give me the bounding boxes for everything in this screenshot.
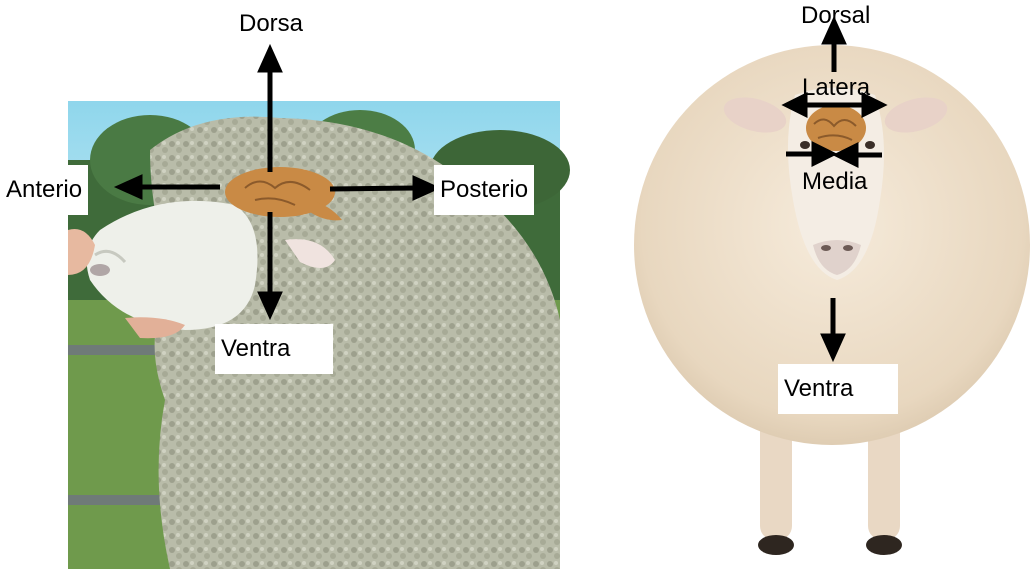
label-dorsal: Dorsal xyxy=(795,2,876,30)
label-anterior: Anterio xyxy=(0,165,88,215)
side-view-illustration xyxy=(0,0,570,569)
label-medial: Media xyxy=(796,168,873,196)
label-ventral: Ventra xyxy=(778,364,898,414)
label-lateral: Latera xyxy=(796,74,876,102)
label-posterior: Posterio xyxy=(434,165,534,215)
label-dorsal: Dorsa xyxy=(233,10,309,38)
side-view-panel: Dorsa Anterio Posterio Ventra xyxy=(0,0,570,569)
arrow-posterior xyxy=(330,188,417,189)
label-ventral: Ventra xyxy=(215,324,333,374)
front-view-panel: Dorsal Latera Media Ventra xyxy=(600,0,1030,569)
